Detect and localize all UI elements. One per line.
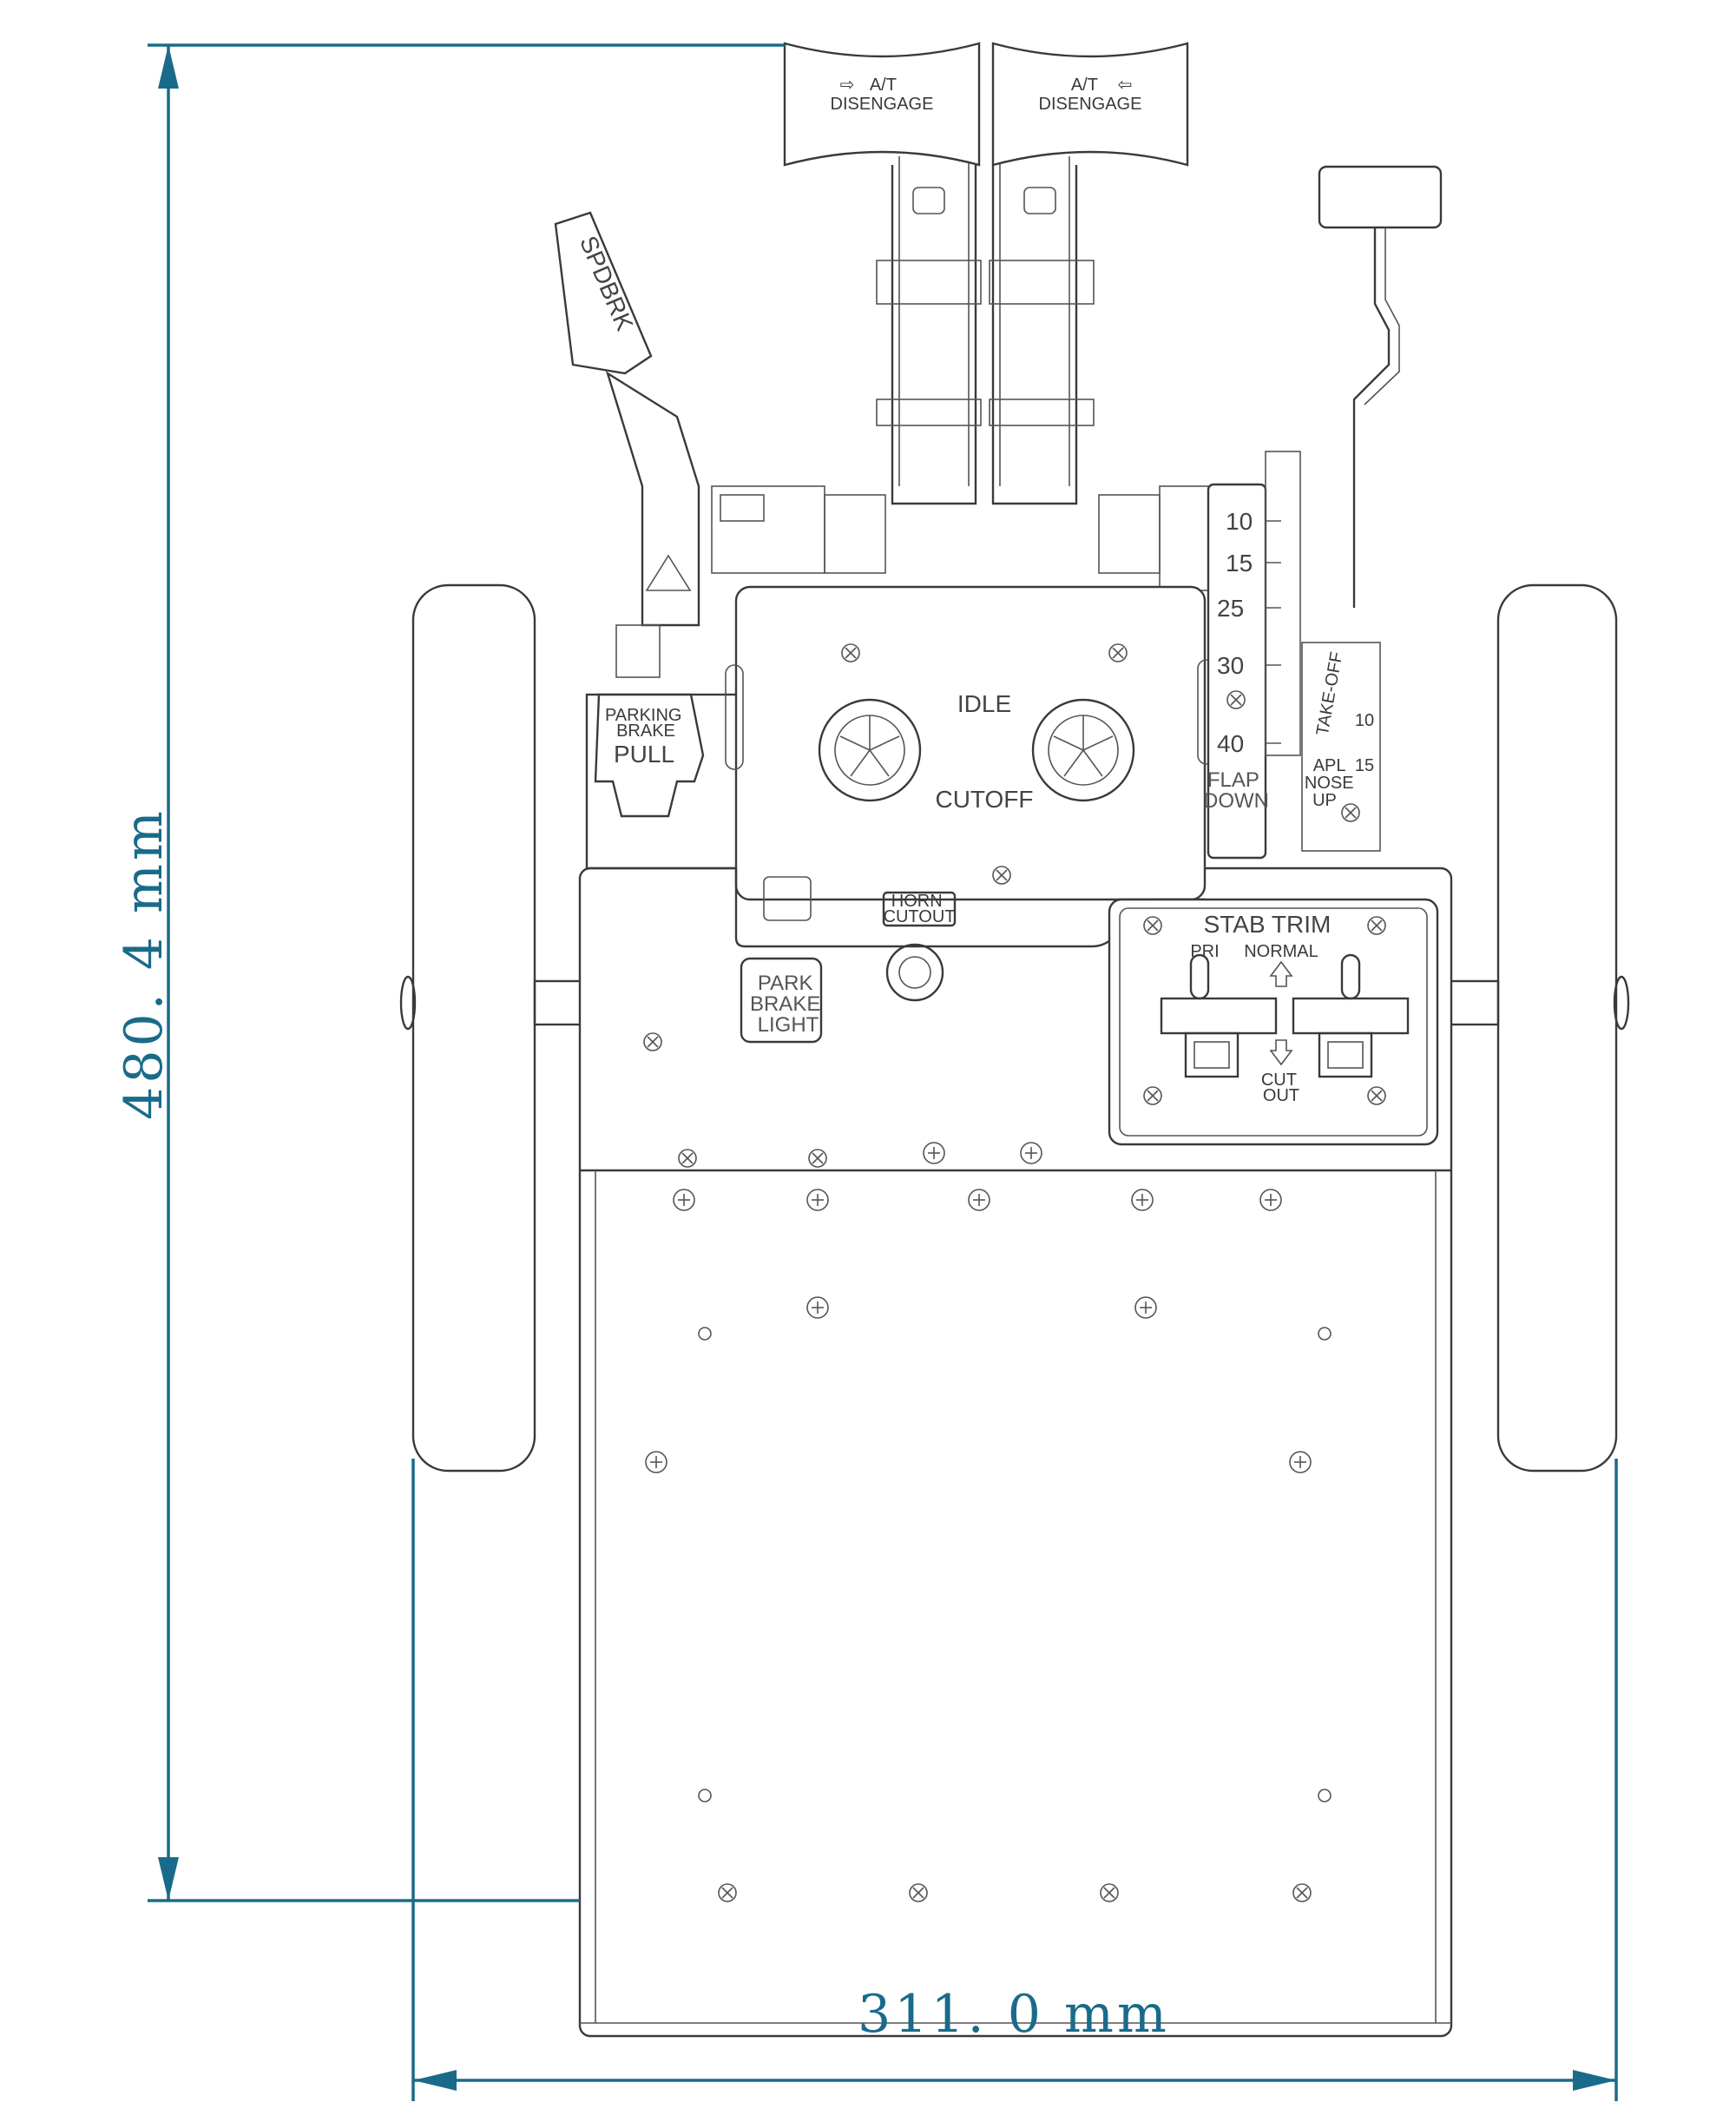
- arrow-up-icon: [1269, 960, 1293, 987]
- fuel-control-panel: IDLE CUTOFF: [725, 585, 1216, 948]
- stab-trim-normal-label: NORMAL: [1244, 942, 1318, 961]
- svg-text:⇦: ⇦: [1118, 76, 1133, 95]
- svg-text:HORN CUTOUT: HORN CUTOUT: [884, 892, 956, 926]
- stab-trim-pri-switch[interactable]: [1160, 953, 1278, 1078]
- height-dimension: 480. 4 mm: [114, 43, 785, 1902]
- left-at-disengage-label: A/T DISENGAGE: [831, 76, 934, 114]
- parking-brake-handle[interactable]: PARKING BRAKE PULL: [594, 693, 705, 818]
- stab-trim-pri-label: PRI: [1190, 942, 1219, 961]
- stab-trim-title: STAB TRIM: [1204, 911, 1332, 938]
- arrow-down-icon: [1269, 1039, 1293, 1066]
- flap-mark-15: 15: [1226, 550, 1253, 577]
- flap-lever[interactable]: [1318, 165, 1443, 608]
- speedbrake-lever[interactable]: SPDBRK: [554, 211, 700, 627]
- svg-text:FLAP DOWN: FLAP DOWN: [1203, 768, 1269, 813]
- width-dimension: 311. 0 mm: [411, 1459, 1618, 2101]
- flap-mark-10: 10: [1226, 508, 1253, 535]
- svg-text:⇨: ⇨: [840, 76, 855, 95]
- right-fuel-cutoff-knob[interactable]: [1031, 698, 1135, 802]
- svg-text:PARK BRAKE LIGHT: PARK BRAKE LIGHT: [750, 972, 826, 1037]
- left-fuel-cutoff-knob[interactable]: [818, 698, 922, 802]
- takeoff-label: TAKE-OFF: [1313, 650, 1347, 737]
- left-throttle-lever[interactable]: A/T DISENGAGE ⇨: [783, 42, 982, 505]
- right-at-disengage-label: A/T DISENGAGE: [1039, 76, 1142, 114]
- idle-label: IDLE: [957, 690, 1011, 717]
- cutoff-label: CUTOFF: [935, 786, 1033, 813]
- svg-text:APL NOSE UP: APL NOSE UP: [1305, 756, 1358, 810]
- flap-mark-40: 40: [1217, 730, 1244, 757]
- flap-scale: 10 15 25 30 40 FLAP DOWN: [1203, 451, 1301, 860]
- left-roller: [399, 583, 589, 1473]
- flap-mark-25: 25: [1217, 595, 1244, 622]
- left-throttle-handle: [783, 42, 981, 167]
- right-throttle-lever[interactable]: A/T DISENGAGE ⇦: [989, 42, 1189, 505]
- height-dimension-label: 480. 4 mm: [114, 807, 174, 1120]
- trim-indicator: TAKE-OFF 10 15 APL NOSE UP: [1301, 642, 1381, 852]
- right-roller: [1444, 583, 1630, 1473]
- triangle-icon: [645, 554, 692, 591]
- horn-cutout-button[interactable]: HORN CUTOUT: [763, 876, 957, 1002]
- park-brake-light: PARK BRAKE LIGHT: [740, 957, 826, 1044]
- trim-value-10: 10: [1355, 711, 1374, 730]
- parking-brake-label: PARKING BRAKE: [605, 706, 687, 741]
- right-throttle-handle: [991, 42, 1189, 167]
- flap-mark-30: 30: [1217, 652, 1244, 679]
- parking-brake-pull-label: PULL: [614, 741, 674, 768]
- plate-screws: [643, 1032, 1332, 1902]
- svg-text:CUT OUT: CUT OUT: [1261, 1071, 1301, 1105]
- stab-trim-panel: STAB TRIM PRI NORMAL CUT OUT: [1108, 898, 1439, 1146]
- stab-trim-alt-switch[interactable]: [1292, 953, 1410, 1078]
- trim-value-15: 15: [1355, 756, 1374, 775]
- width-dimension-label: 311. 0 mm: [858, 1984, 1170, 2045]
